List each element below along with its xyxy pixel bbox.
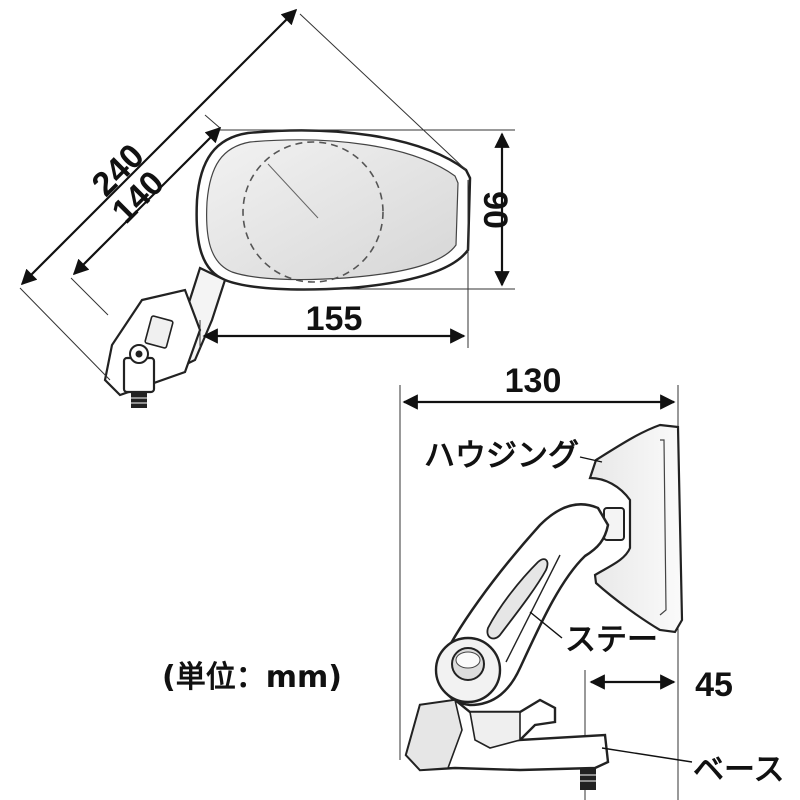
base-label: ベース [693, 752, 784, 788]
top-base-slot [144, 315, 174, 349]
top-bolt-nut-center [135, 350, 143, 358]
dim-line-140 [72, 126, 222, 276]
housing-label: ハウジング [424, 438, 579, 474]
base-leader [601, 747, 693, 763]
dim-155-text: 155 [306, 300, 363, 338]
top-view [103, 129, 472, 408]
dim-45-text: 45 [695, 666, 733, 704]
side-housing-inner [659, 439, 667, 616]
side-base-shade [405, 699, 463, 771]
dim-130-text: 130 [505, 362, 562, 400]
dim-90-text: 90 [476, 191, 514, 229]
side-base-bolt [580, 768, 596, 790]
side-housing [588, 423, 684, 634]
stay-leader [529, 611, 563, 639]
side-view [404, 423, 684, 790]
side-base-clamp [469, 711, 521, 749]
unit-label: (単位：mm) [162, 660, 342, 695]
housing-leader [579, 456, 603, 463]
side-stay-edge [505, 554, 561, 663]
stay-label: ステー [565, 622, 658, 658]
leader-lines [529, 456, 693, 763]
top-extension-lines [19, 13, 515, 381]
side-dimension-lines [402, 394, 676, 690]
mirror-glass [206, 139, 459, 281]
side-pivot-cap [455, 651, 481, 669]
side-stay-slot [486, 558, 549, 640]
top-bolt-shaft [131, 392, 147, 408]
top-dimension-lines [20, 8, 510, 344]
